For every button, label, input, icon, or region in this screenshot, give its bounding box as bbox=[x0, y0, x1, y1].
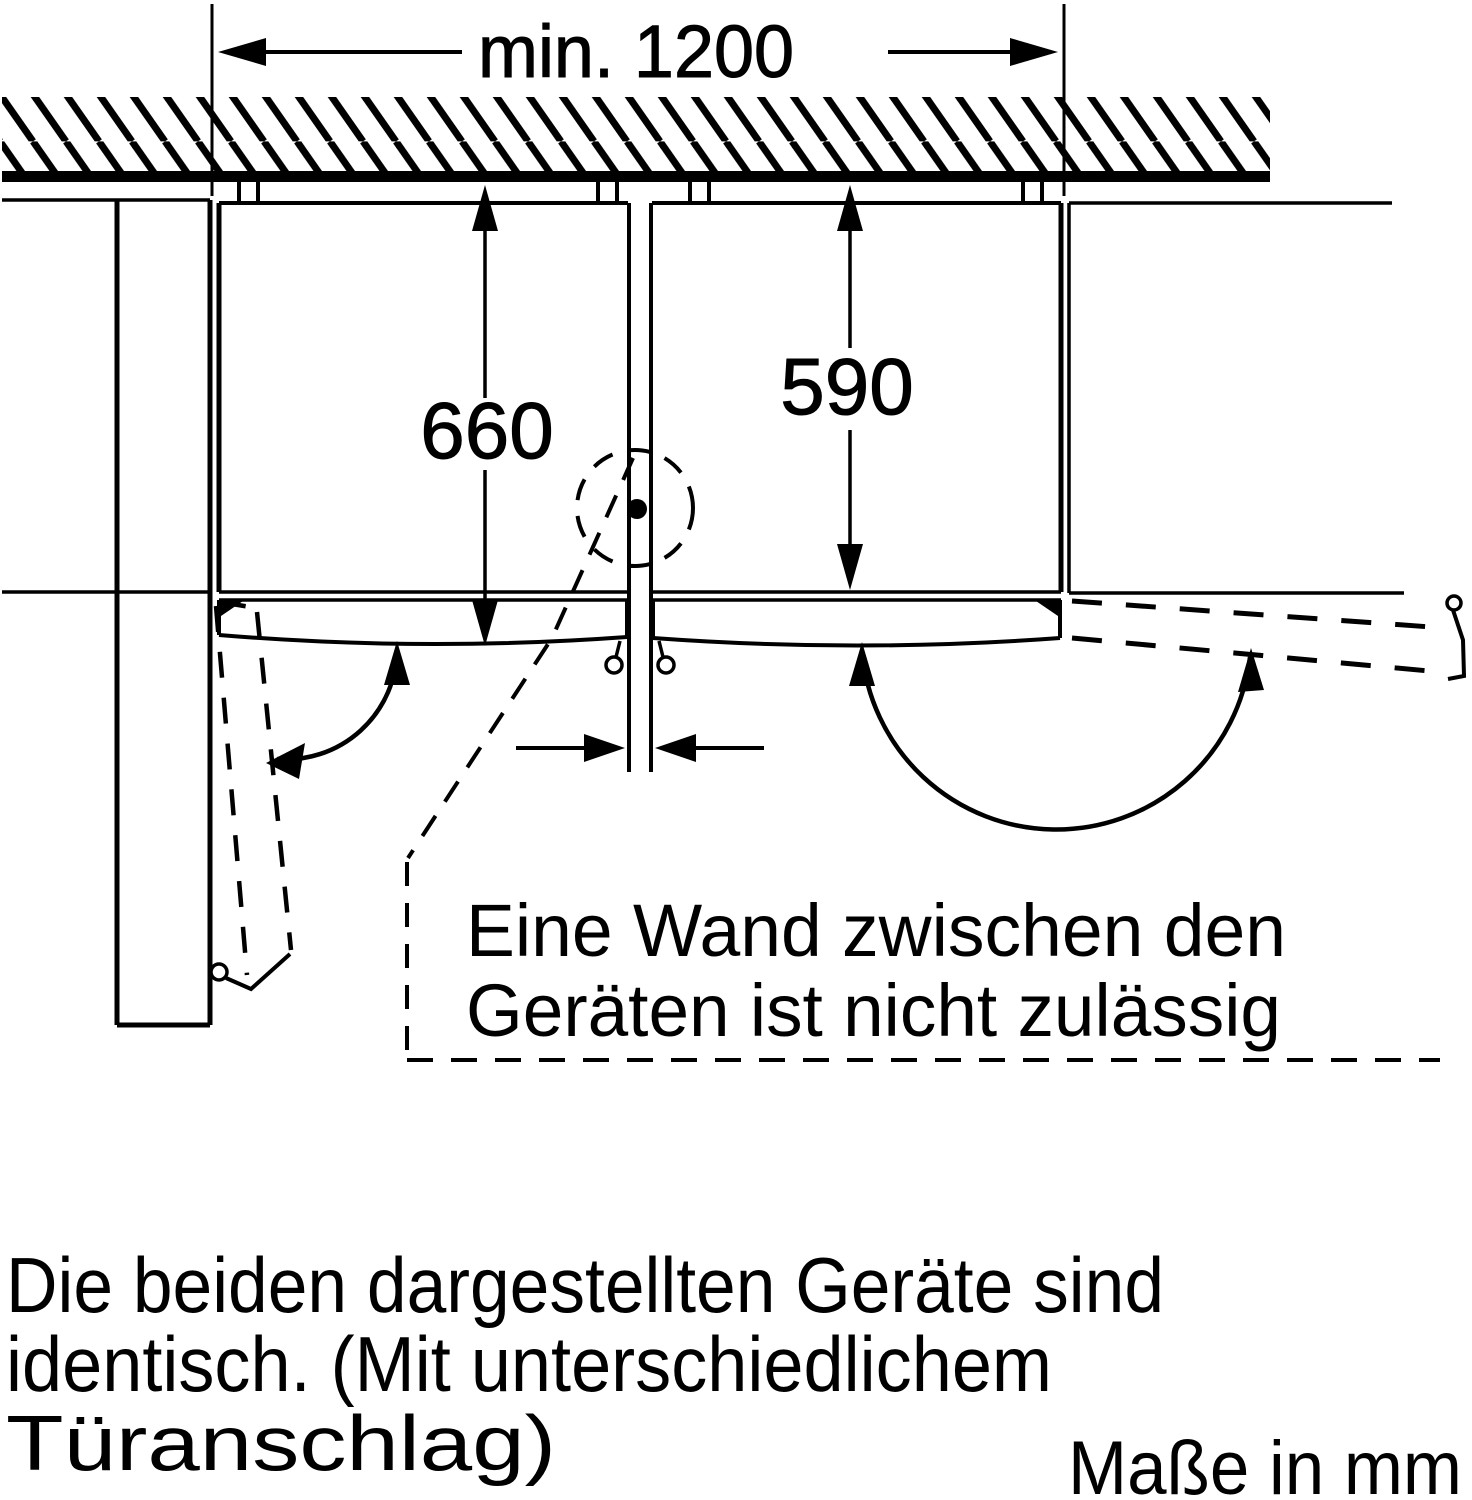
caption-line1: Die beiden dargestellten Geräte sind bbox=[6, 1241, 1164, 1329]
right-door-swing bbox=[849, 594, 1467, 832]
arrowhead-up-icon bbox=[849, 642, 875, 686]
arrowhead-left-icon bbox=[266, 743, 305, 779]
right-door-hinge-wedge-icon bbox=[1036, 601, 1060, 616]
arrowhead-left-icon bbox=[655, 734, 696, 762]
arrowhead-up-icon bbox=[837, 185, 863, 231]
gap-highlight-circle bbox=[575, 448, 695, 568]
wall-spacer bbox=[1021, 178, 1044, 205]
wall-spacer bbox=[688, 178, 711, 205]
right-door-open-top-dashed bbox=[1071, 598, 1446, 631]
gap-point-marker-icon bbox=[627, 499, 647, 519]
center-gap-detail bbox=[516, 448, 764, 762]
arrowhead-up-icon bbox=[472, 185, 498, 231]
left-door-open-handle-icon bbox=[209, 962, 229, 982]
warning-note-callout: Eine Wand zwischen den Geräten ist nicht… bbox=[405, 457, 1440, 1062]
left-door-handle-icon bbox=[604, 655, 624, 675]
caption-line2: identisch. (Mit unterschiedlichem bbox=[6, 1320, 1052, 1408]
left-door-open-end-cap bbox=[225, 952, 292, 992]
left-door-open-top-dashed bbox=[219, 599, 257, 611]
caption-block: Die beiden dargestellten Geräte sind ide… bbox=[6, 1241, 1462, 1500]
arrowhead-up-icon bbox=[384, 641, 410, 685]
arrowhead-down-icon bbox=[472, 600, 498, 646]
wall-spacer bbox=[237, 178, 260, 205]
wall-hatching bbox=[2, 97, 1270, 172]
right-depth-label: 590 bbox=[780, 342, 913, 431]
wall-spacer bbox=[596, 178, 619, 205]
left-door-swing bbox=[209, 599, 410, 992]
callout-leader-dashed bbox=[406, 457, 635, 860]
right-swing-arc bbox=[859, 650, 1253, 832]
left-door-open-right-dashed bbox=[254, 611, 294, 951]
arrowhead-right-icon bbox=[1010, 38, 1058, 66]
arrowhead-right-icon bbox=[584, 734, 625, 762]
right-door-handle-icon bbox=[656, 655, 676, 675]
arrowhead-up-icon bbox=[1238, 648, 1264, 692]
dimension-right-depth: 590 bbox=[780, 185, 914, 590]
dimension-min-width: min. 1200 bbox=[210, 4, 1066, 196]
left-door-open-left-dashed bbox=[213, 605, 250, 976]
warning-note-line2: Geräten ist nicht zulässig bbox=[466, 969, 1281, 1052]
arrowhead-down-icon bbox=[837, 544, 863, 590]
wall-spacers bbox=[237, 178, 1044, 205]
arrowhead-left-icon bbox=[218, 38, 266, 66]
warning-note-line1: Eine Wand zwischen den bbox=[466, 889, 1286, 972]
left-depth-label: 660 bbox=[420, 386, 553, 475]
caption-line3: Türanschlag) bbox=[6, 1399, 556, 1487]
right-door-open-end-cap bbox=[1447, 609, 1467, 681]
left-adjacent-structure bbox=[2, 198, 213, 1028]
wall-face-line bbox=[2, 171, 1270, 182]
dimension-left-depth: 660 bbox=[420, 185, 554, 646]
units-note: Maße in mm bbox=[1068, 1426, 1462, 1500]
wall-section bbox=[2, 97, 1270, 182]
right-adjacent-structure bbox=[1067, 201, 1404, 595]
left-door-front-face bbox=[218, 633, 628, 647]
right-appliance bbox=[649, 201, 1064, 772]
right-door-front-face bbox=[652, 636, 1061, 648]
right-door-open-bottom-dashed bbox=[1071, 635, 1441, 675]
left-door-handle-stalk bbox=[614, 640, 622, 658]
right-door-handle-stalk bbox=[657, 640, 665, 658]
right-door-open-handle-icon bbox=[1445, 594, 1463, 612]
min-width-label: min. 1200 bbox=[478, 10, 794, 93]
